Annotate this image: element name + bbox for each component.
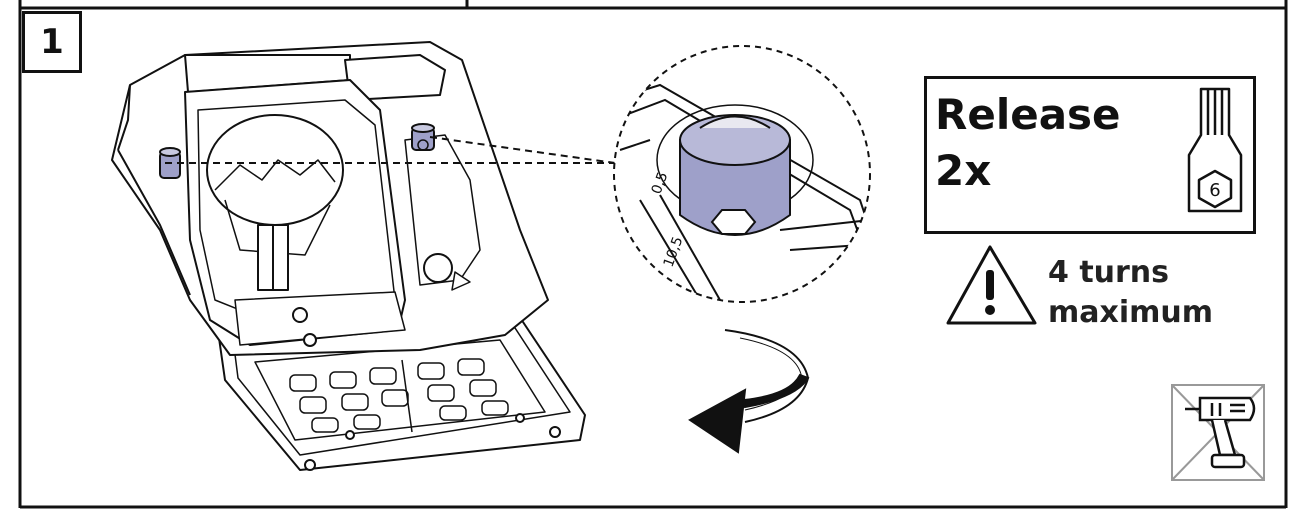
tool-size-label: 6 — [1209, 180, 1220, 201]
counterclockwise-arrow-icon — [688, 329, 810, 454]
no-cordless-drill-icon — [1171, 384, 1265, 481]
count-label: 2x — [935, 146, 992, 195]
hex-key-bit-icon: 6 — [1187, 87, 1243, 213]
frame — [18, 0, 1288, 509]
wallbox-illustration — [111, 41, 586, 471]
step-number: 1 — [22, 11, 82, 73]
instruction-panel: Release 2x 6 — [924, 76, 1256, 234]
svg-text:0,5: 0,5 — [649, 170, 672, 196]
warning-text: 4 turns maximum — [1048, 253, 1213, 333]
warning-line-2: maximum — [1048, 295, 1214, 330]
warning-line-1: 4 turns — [1048, 255, 1170, 290]
instruction-text: Release 2x — [935, 87, 1145, 199]
release-label: Release — [935, 90, 1121, 139]
terminal-grid — [289, 358, 509, 433]
warning-triangle-icon — [946, 245, 1037, 325]
screw-closeup — [679, 114, 791, 236]
zoom-detail: 0,5 10,5 — [613, 45, 871, 303]
